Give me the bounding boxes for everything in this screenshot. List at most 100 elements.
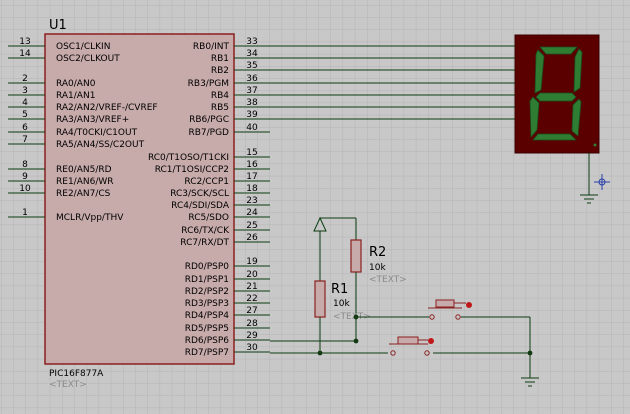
- segment-g: [535, 92, 577, 102]
- pin-number: 2: [22, 74, 28, 84]
- pin-label: RC0/T1OSO/T1CKI: [148, 153, 229, 163]
- pin-label: RD3/PSP3: [185, 299, 229, 309]
- pin-number: 22: [246, 294, 257, 304]
- pin-number: 17: [246, 172, 257, 182]
- segment-dp: [593, 143, 597, 147]
- pin-number: 18: [246, 184, 258, 194]
- pin-number: 10: [19, 184, 31, 194]
- vcc-terminal[interactable]: [313, 216, 357, 248]
- pin-label: RC2/CCP1: [184, 177, 229, 187]
- pin-label: RD5/PSP5: [185, 324, 229, 334]
- segment-e: [529, 96, 540, 139]
- pin-number: 36: [246, 74, 258, 84]
- pin-label: RA0/AN0: [56, 79, 96, 89]
- pin-label: RC1/T1OSI/CCP2: [155, 165, 229, 175]
- pin-label: RC3/SCK/SCL: [170, 189, 229, 199]
- pin-label: RB5: [211, 103, 229, 113]
- port-d-wires[interactable]: [270, 316, 539, 387]
- pin-label: RA5/AN4/SS/C2OUT: [56, 140, 145, 150]
- display-ground[interactable]: [580, 153, 598, 204]
- ic-body[interactable]: [44, 33, 235, 365]
- pin-number: 16: [246, 160, 258, 170]
- pin-number: 33: [246, 37, 257, 47]
- pin-number: 26: [246, 233, 258, 243]
- ic-text-placeholder: <TEXT>: [49, 380, 87, 390]
- pin-label: RB3/PGM: [188, 79, 229, 89]
- r1-reference: R1: [331, 282, 348, 297]
- pin-label: RD4/PSP4: [185, 311, 230, 321]
- pin-label: RD1/PSP1: [185, 275, 229, 285]
- ic-part-number: PIC16F877A: [49, 369, 104, 379]
- pin-label: RD7/PSP7: [185, 348, 229, 358]
- pin-number: 21: [246, 282, 257, 292]
- pin-label: RA4/T0CKI/C1OUT: [56, 128, 138, 138]
- pin-number: 7: [22, 135, 28, 145]
- pin-number: 1: [22, 208, 28, 218]
- pin-label: RB1: [211, 54, 229, 64]
- button-2-actuator-icon[interactable]: [428, 338, 434, 344]
- push-button-2[interactable]: [389, 336, 434, 356]
- pin-number: 14: [19, 49, 31, 59]
- pin-label: RD0/PSP0: [185, 262, 230, 272]
- pin-label: RC7/RX/DT: [180, 238, 229, 248]
- pin-number: 39: [246, 110, 258, 120]
- pin-number: 38: [246, 98, 258, 108]
- button-1-actuator-icon[interactable]: [466, 302, 472, 308]
- seven-segment-display[interactable]: [514, 34, 600, 154]
- port-b-bus[interactable]: [270, 45, 515, 120]
- pin-number: 15: [246, 148, 257, 158]
- pin-label: RC4/SDI/SDA: [171, 201, 230, 211]
- pin-number: 4: [22, 98, 28, 108]
- pin-number: 40: [246, 123, 258, 133]
- pin-label: RE1/AN6/WR: [56, 177, 114, 187]
- pin-label: RB4: [211, 91, 229, 101]
- r2-body[interactable]: [350, 239, 362, 273]
- cursor-crosshair-icon: [594, 174, 610, 190]
- pin-label: RA1/AN1: [56, 91, 95, 101]
- push-button-1[interactable]: [424, 299, 472, 320]
- r1-body[interactable]: [314, 280, 326, 318]
- r2-text-placeholder: <TEXT>: [369, 275, 407, 285]
- pin-label: RB7/PGD: [188, 128, 229, 138]
- pin-number: 13: [19, 37, 30, 47]
